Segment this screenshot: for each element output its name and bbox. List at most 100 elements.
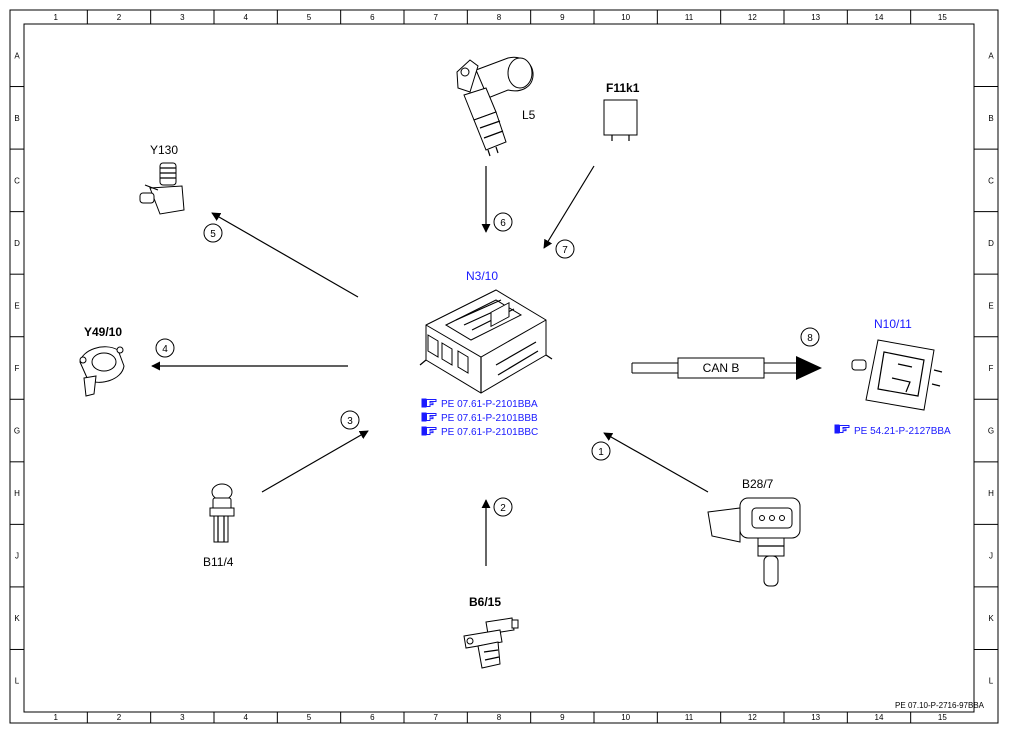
grid-row-label-left: K (14, 614, 20, 623)
grid-row-label-left: C (14, 176, 20, 185)
svg-text:PE 54.21-P-2127BBA: PE 54.21-P-2127BBA (854, 426, 951, 437)
component-y49-10: Y49/10 (79, 325, 125, 397)
grid-ticks (10, 10, 998, 723)
ecu-reference-1[interactable]: PE 07.61-P-2101BBA (421, 398, 539, 411)
grid-column-label-bottom: 11 (685, 713, 694, 722)
connection-arrows (151, 165, 709, 566)
grid-row-label-right: A (988, 51, 994, 60)
pointing-hand-icon (834, 424, 850, 434)
pointing-hand-icon (421, 426, 437, 436)
grid-column-label-top: 14 (875, 13, 884, 22)
ecu-drawing (419, 289, 553, 394)
footer-document-code: PE 07.10-P-2716-97BBA (895, 701, 985, 710)
grid-row-label-right: G (988, 427, 994, 436)
grid-column-label-bottom: 6 (370, 713, 375, 722)
grid-row-label-left: E (14, 301, 19, 310)
grid-column-label-top: 8 (497, 13, 502, 22)
grid-column-label-bottom: 9 (560, 713, 565, 722)
grid-row-label-right: H (988, 489, 994, 498)
grid-column-label-top: 9 (560, 13, 565, 22)
b6-15-drawing (463, 617, 519, 669)
ecu-label: N3/10 (466, 269, 498, 283)
f11k1-drawing (603, 99, 638, 136)
l5-drawing (456, 56, 534, 157)
arrow-7 (543, 165, 595, 249)
pointing-hand-icon (421, 398, 437, 408)
component-f11k1: F11k1 (603, 81, 640, 141)
grid-column-label-bottom: 7 (433, 713, 438, 722)
y130-drawing (139, 162, 185, 215)
b28-7-drawing (707, 497, 801, 587)
component-l5: L5 (456, 56, 536, 157)
arrow-8 (796, 356, 822, 380)
grid-column-label-bottom: 8 (497, 713, 502, 722)
grid-labels: 1122334455667788991010111112121313141415… (14, 13, 994, 722)
pointing-hand-icon (421, 412, 437, 422)
arrow-5 (211, 212, 359, 298)
svg-text:PE 07.61-P-2101BBA: PE 07.61-P-2101BBA (441, 399, 538, 410)
grid-row-label-left: G (14, 427, 20, 436)
grid-column-label-top: 10 (621, 13, 630, 22)
grid-column-label-top: 13 (811, 13, 820, 22)
grid-row-label-left: D (14, 239, 20, 248)
connection-number-3: 3 (340, 410, 360, 430)
grid-column-label-top: 2 (117, 13, 122, 22)
b6-15-label: B6/15 (469, 595, 501, 609)
grid-column-label-top: 11 (685, 13, 694, 22)
svg-text:3: 3 (347, 416, 353, 427)
svg-text:PE 07.61-P-2101BBC: PE 07.61-P-2101BBC (441, 427, 538, 438)
component-n10-11: N10/11 PE 54.21-P-2127BBA (834, 317, 952, 438)
outer-frame (9, 9, 999, 724)
grid-column-label-top: 4 (243, 13, 248, 22)
n10-11-label: N10/11 (874, 317, 912, 331)
connection-number-7: 7 (555, 239, 575, 259)
n10-11-reference[interactable]: PE 54.21-P-2127BBA (834, 424, 952, 438)
grid-row-label-right: D (988, 239, 994, 248)
ecu-n3-10: N3/10 PE 07.61-P-2101BBA PE 07.61-P-2101… (419, 269, 553, 439)
svg-text:4: 4 (162, 344, 168, 355)
grid-column-label-top: 3 (180, 13, 185, 22)
ecu-reference-3[interactable]: PE 07.61-P-2101BBC (421, 426, 539, 439)
grid-row-label-right: F (989, 364, 994, 373)
grid-row-label-left: H (14, 489, 20, 498)
connection-number-1: 1 (591, 441, 611, 461)
b11-4-drawing (209, 483, 235, 543)
grid-row-label-right: J (989, 552, 993, 561)
y49-10-label: Y49/10 (84, 325, 122, 339)
svg-text:7: 7 (562, 245, 568, 256)
grid-column-label-top: 15 (938, 13, 947, 22)
grid-column-label-bottom: 10 (621, 713, 630, 722)
component-b6-15: B6/15 (463, 595, 519, 669)
can-b-bus: CAN B (631, 356, 822, 380)
grid-row-label-left: L (15, 677, 20, 686)
grid-column-label-top: 6 (370, 13, 375, 22)
component-b11-4: B11/4 (203, 483, 235, 569)
svg-text:5: 5 (210, 229, 216, 240)
connection-number-4: 4 (155, 338, 175, 358)
grid-row-label-left: A (14, 51, 20, 60)
grid-column-label-bottom: 13 (811, 713, 820, 722)
grid-column-label-top: 1 (53, 13, 58, 22)
ecu-reference-2[interactable]: PE 07.61-P-2101BBB (421, 412, 539, 425)
svg-text:2: 2 (500, 503, 506, 514)
connection-number-5: 5 (203, 223, 223, 243)
grid-row-label-left: B (14, 114, 19, 123)
grid-column-label-bottom: 1 (53, 713, 58, 722)
svg-text:8: 8 (807, 333, 813, 344)
svg-text:1: 1 (598, 447, 604, 458)
grid-column-label-bottom: 4 (243, 713, 248, 722)
grid-column-label-bottom: 12 (748, 713, 757, 722)
grid-row-label-left: J (15, 552, 19, 561)
l5-label: L5 (522, 108, 536, 122)
inner-frame (23, 23, 975, 713)
grid-row-label-right: K (988, 614, 994, 623)
arrow-3 (261, 430, 369, 493)
grid-column-label-top: 5 (307, 13, 312, 22)
component-y130: Y130 (139, 143, 185, 215)
grid-column-label-top: 12 (748, 13, 757, 22)
b11-4-label: B11/4 (203, 555, 234, 569)
n10-11-drawing (851, 339, 943, 411)
can-b-label: CAN B (703, 361, 740, 375)
svg-text:6: 6 (500, 218, 506, 229)
